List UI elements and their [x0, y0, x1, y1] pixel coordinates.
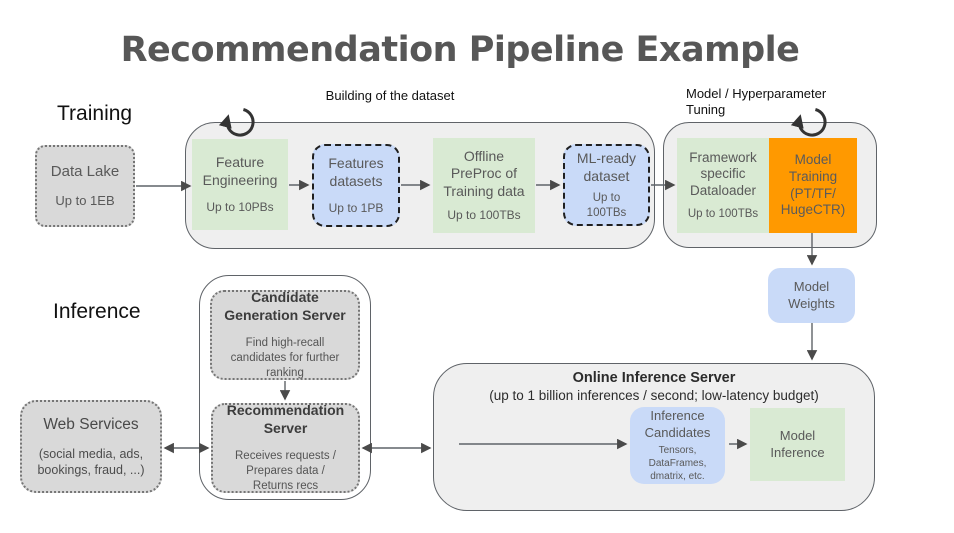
page-title: Recommendation Pipeline Example: [120, 30, 800, 70]
data-lake-node: Data Lake Up to 1EB: [35, 145, 135, 227]
feature-engineering-capacity: Up to 10PBs: [206, 200, 274, 214]
web-services-title: Web Services: [43, 415, 139, 433]
features-datasets-capacity: Up to 1PB: [328, 201, 384, 215]
model-tuning-label: Model / Hyperparameter Tuning: [686, 86, 827, 117]
building-dataset-label: Building of the dataset: [325, 88, 455, 103]
web-services-node: Web Services (social media, ads,bookings…: [20, 400, 162, 493]
data-lake-title: Data Lake: [50, 163, 120, 180]
web-services-description: (social media, ads,bookings, fraud, ...): [37, 447, 145, 477]
recommendation-server-description: Receives requests /Prepares data /Return…: [235, 450, 336, 492]
inference-section-label: Inference: [53, 300, 141, 323]
data-lake-capacity: Up to 1EB: [55, 192, 115, 208]
inference-candidates-formats: Tensors,DataFrames,dmatrix, etc.: [648, 444, 707, 482]
training-section-label: Training: [57, 102, 133, 125]
framework-dataloader-capacity: Up to 100TBs: [687, 208, 759, 221]
online-inference-title: Online Inference Server: [572, 370, 736, 386]
online-inference-subtitle: (up to 1 billion inferences / second; lo…: [489, 388, 819, 403]
offline-preproc-capacity: Up to 100TBs: [447, 208, 521, 223]
